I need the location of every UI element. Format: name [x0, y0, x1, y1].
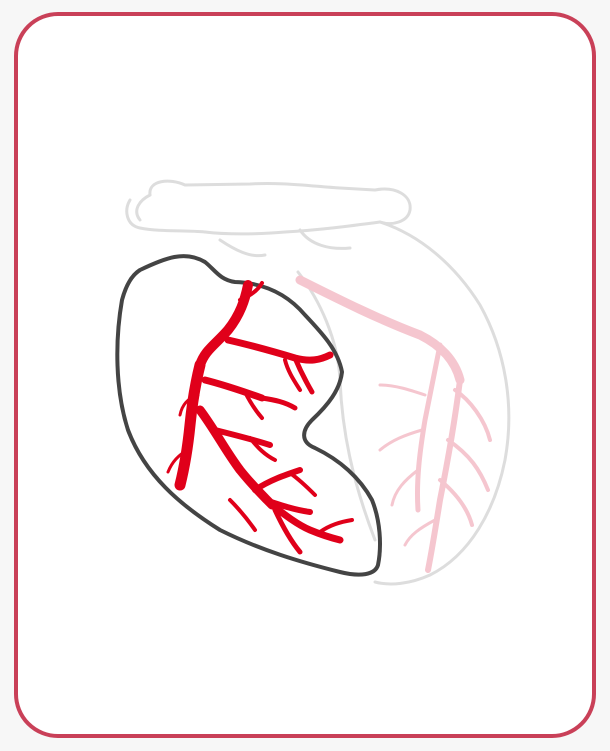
heart-outline [127, 181, 509, 584]
